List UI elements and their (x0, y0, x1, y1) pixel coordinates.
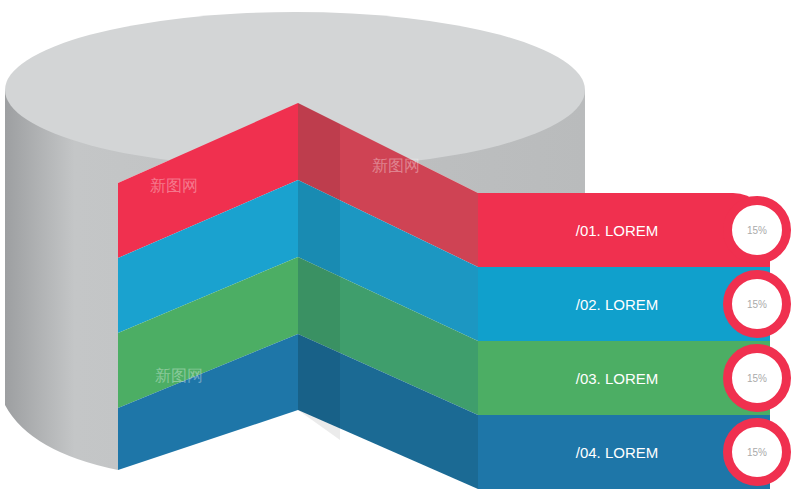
label-band: /03. LOREM 15% (478, 341, 770, 415)
watermark: 新图网 (155, 366, 203, 387)
band-label: /04. LOREM (576, 445, 659, 460)
percent-value: 15% (747, 373, 767, 384)
band-label: /01. LOREM (576, 223, 659, 238)
watermark: 新图网 (585, 156, 633, 177)
percent-circle: 15% (723, 418, 791, 486)
band-label: /02. LOREM (576, 297, 659, 312)
watermark: 新图网 (372, 156, 420, 177)
label-band: /02. LOREM 15% (478, 267, 770, 341)
percent-circle: 15% (723, 344, 791, 412)
percent-value: 15% (747, 299, 767, 310)
percent-value: 15% (747, 447, 767, 458)
band-label: /03. LOREM (576, 371, 659, 386)
watermark: 新图网 (150, 176, 198, 197)
label-band: /01. LOREM 15% (478, 193, 770, 267)
left-face-band (118, 334, 298, 470)
fold-shade (298, 103, 340, 440)
label-band: /04. LOREM 15% (478, 415, 770, 489)
percent-circle: 15% (723, 196, 791, 264)
percent-value: 15% (747, 225, 767, 236)
percent-circle: 15% (723, 270, 791, 338)
